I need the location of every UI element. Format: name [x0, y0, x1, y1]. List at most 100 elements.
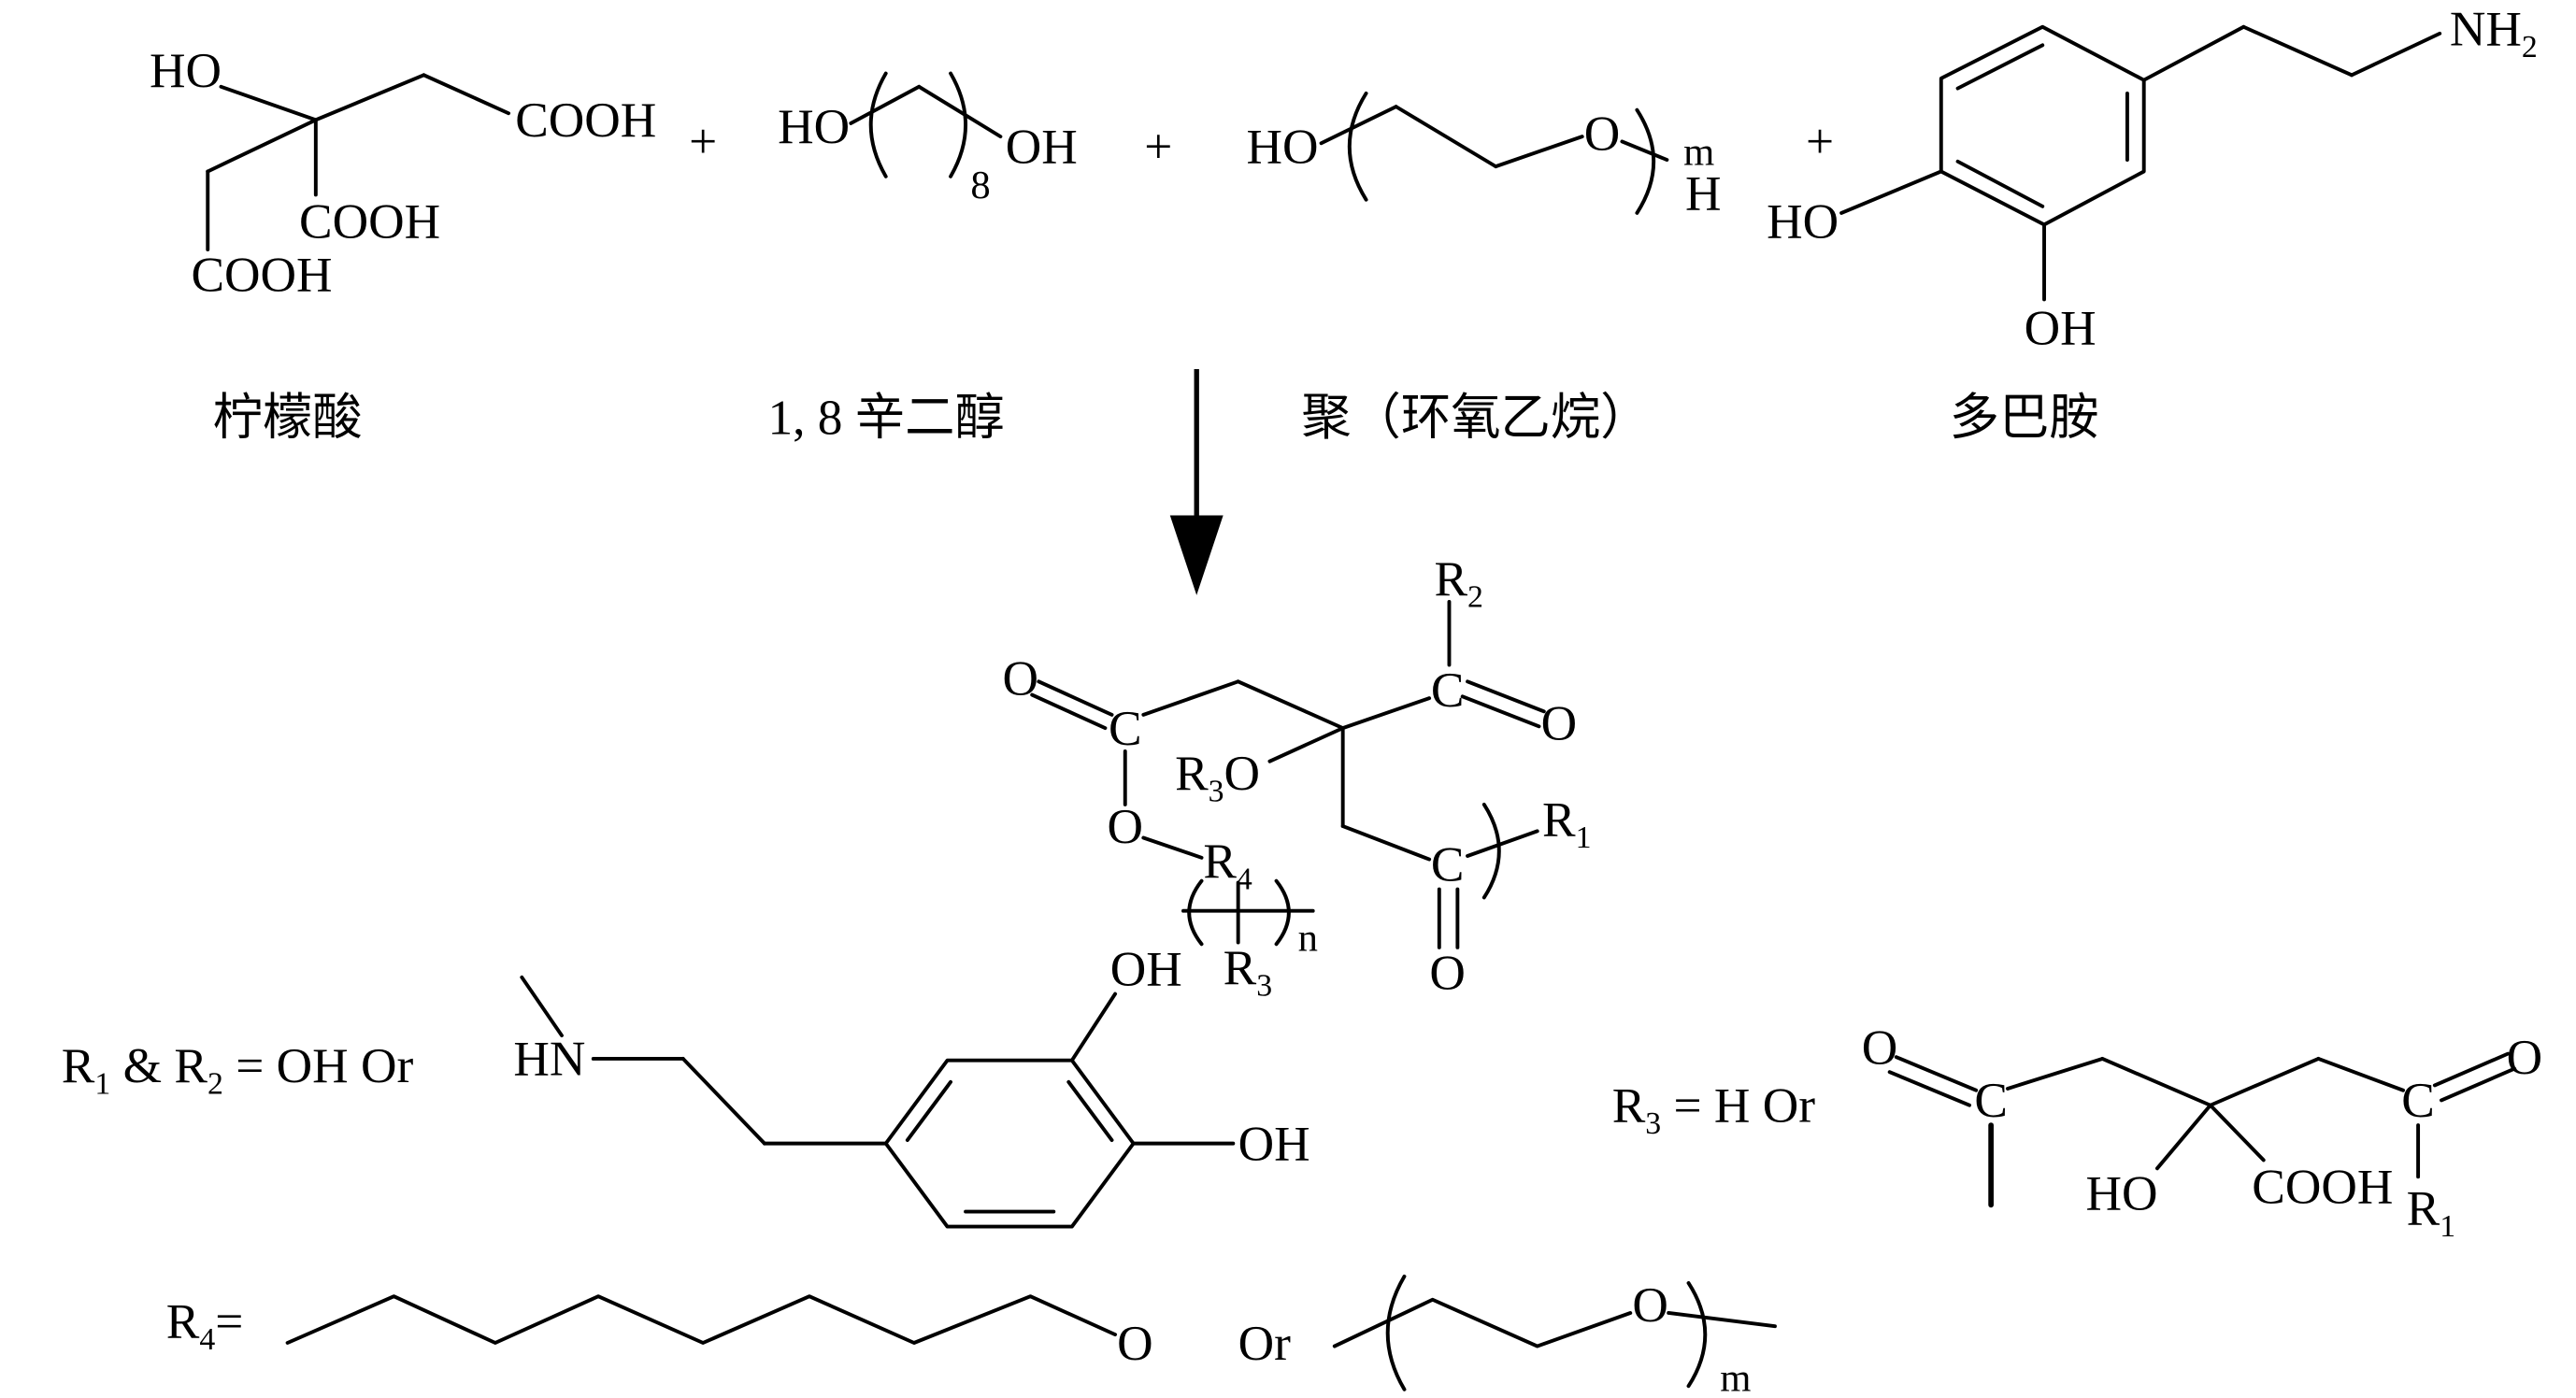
dopamine-hydroxyl-bottom: OH: [2025, 299, 2097, 355]
dopamine-bonds: [1839, 24, 2442, 302]
equals-oh-or: = OH Or: [223, 1037, 414, 1093]
citric-acid-carboxyl-right: COOH: [515, 92, 656, 148]
octanediol-hydroxyl-left: HO: [778, 98, 850, 154]
bond: [2005, 1056, 2105, 1091]
bracket-right: [1274, 878, 1291, 947]
r-base: R: [1203, 833, 1237, 889]
bond: [849, 84, 922, 125]
bond: [680, 1056, 766, 1146]
r-subscript: 3: [1256, 968, 1272, 1003]
bond: [2350, 31, 2442, 78]
octanediol: HO 8 OH 1, 8 辛二醇: [767, 71, 1078, 445]
bond: [1494, 135, 1584, 169]
citric-acid-carboxyl-middle: COOH: [299, 193, 440, 250]
r-base: R: [1175, 745, 1209, 801]
r4-label: R4=: [166, 1293, 244, 1357]
r-base: R: [1612, 1077, 1646, 1134]
equals-sign: =: [215, 1293, 243, 1349]
bond: [1394, 105, 1498, 169]
bond: [313, 73, 426, 122]
bond: [917, 84, 1003, 139]
bond: [1069, 991, 1118, 1063]
double-bond: [1037, 679, 1114, 717]
double-bond: [1894, 1055, 1979, 1092]
product-bonds: [1030, 600, 1546, 949]
zigzag-chain: [1332, 1297, 1633, 1348]
bond: [1340, 696, 1432, 731]
product: R2 C O O C R3O O R4 R3 n C O R1: [1002, 550, 1591, 1004]
bond: [1319, 105, 1398, 146]
plus-sign-3: +: [1806, 113, 1834, 169]
peg-name: 聚（环氧乙烷）: [1301, 389, 1650, 445]
plus-sign-1: +: [689, 113, 717, 169]
product-ester-oxygen: O: [1107, 798, 1143, 854]
reaction-arrow: [1169, 369, 1224, 595]
bond: [219, 84, 318, 122]
citrate-hydroxyl: HO: [2085, 1165, 2157, 1221]
bond: [422, 73, 511, 116]
peg-unit-repeat-count: m: [1720, 1357, 1751, 1398]
peg-unit-oxygen: O: [1632, 1277, 1668, 1333]
bond: [520, 975, 564, 1038]
bond: [2208, 1103, 2266, 1163]
dopamine-name: 多巴胺: [1950, 389, 2099, 445]
r-subscript: 2: [1467, 579, 1483, 614]
citric-acid-carboxyl-bottom: COOH: [191, 246, 332, 302]
product-carbon-top-right: C: [1431, 662, 1465, 718]
product-carbon-bottom: C: [1431, 836, 1465, 892]
r-base: R: [166, 1293, 200, 1349]
peg-hydroxyl: HO: [1247, 119, 1319, 175]
bond: [1839, 169, 1943, 215]
octanediol-hydroxyl-right: OH: [1006, 119, 1078, 175]
bond: [1466, 829, 1539, 858]
bond: [2141, 24, 2246, 82]
r-subscript: 3: [1209, 774, 1224, 808]
dopamine-amide-bonds: [520, 975, 1236, 1229]
dopamine-amide-hydroxyl-top: OH: [1110, 941, 1182, 997]
r3-label: R3 = H Or: [1612, 1077, 1816, 1141]
zigzag-chain: [285, 1294, 1118, 1345]
bond: [2208, 1056, 2321, 1107]
bond: [1667, 1311, 1777, 1329]
product-r3o: R3O: [1175, 745, 1260, 808]
citric-acid-name: 柠檬酸: [213, 389, 363, 445]
r1-r2-label: R1 & R2 = OH Or: [62, 1037, 414, 1101]
peg-repeat-count: m: [1683, 130, 1714, 174]
octyl-chain-bonds: [285, 1294, 1118, 1345]
double-bond-inner: [1066, 1079, 1114, 1143]
product-oxygen-bottom: O: [1429, 944, 1466, 1000]
bond: [1340, 824, 1432, 862]
bond: [2241, 24, 2354, 78]
r-subscript: 1: [1576, 820, 1592, 855]
r3-definition: R3 = H Or O C C O HO COOH R1: [1612, 1019, 2542, 1244]
bracket-left: [1347, 91, 1368, 202]
double-bond: [1030, 692, 1108, 731]
product-carbon-left: C: [1109, 700, 1142, 756]
octyl-chain-oxygen: O: [1117, 1315, 1153, 1371]
citrate-carbon-right: C: [2401, 1072, 2435, 1128]
bond: [1141, 679, 1240, 717]
dopamine-hydroxyl-left: HO: [1767, 193, 1839, 250]
r-base: R: [62, 1037, 95, 1093]
bond: [2100, 1056, 2212, 1107]
bond: [1620, 139, 1669, 162]
bond: [2154, 1103, 2212, 1171]
citrate-fragment-bonds: [1887, 1051, 2517, 1208]
citric-acid-hydroxyl: HO: [150, 42, 222, 98]
citrate-carbon-left: C: [1974, 1072, 2008, 1128]
product-repeat-count: n: [1298, 916, 1318, 960]
double-bond: [1466, 679, 1546, 714]
r-subscript: 2: [208, 1066, 223, 1101]
double-bond-inner: [1955, 159, 2045, 208]
octanediol-bonds: [849, 71, 1003, 178]
citrate-carboxyl: COOH: [2252, 1159, 2393, 1215]
product-r2: R2: [1434, 550, 1482, 614]
double-bond: [2440, 1066, 2517, 1103]
r1-r2-definition: R1 & R2 = OH Or HN OH OH: [62, 941, 1310, 1229]
bracket-left: [868, 71, 888, 178]
peg-bonds: [1319, 91, 1669, 215]
bracket-right: [949, 71, 968, 178]
bond: [1141, 835, 1204, 860]
r3o-oxygen: O: [1224, 745, 1261, 801]
